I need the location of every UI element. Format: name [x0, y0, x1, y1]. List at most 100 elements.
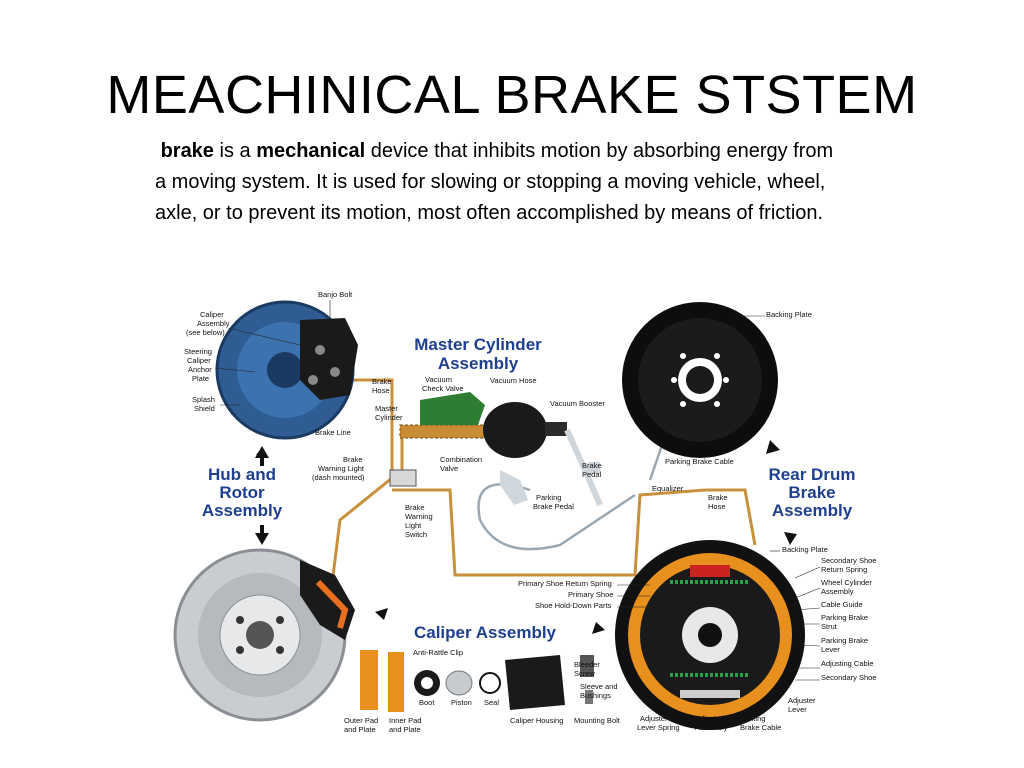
arrow-caliper-right — [592, 622, 605, 634]
heading-hub-rotor-2: Rotor — [219, 483, 265, 502]
label-combination-valve-2: Valve — [440, 464, 458, 473]
label-wheel-cylinder-2: Assembly — [821, 587, 854, 596]
label-caliper-housing: Caliper Housing — [510, 716, 563, 725]
label-steering-caliper-4: Plate — [192, 374, 209, 383]
part-labels: Banjo Bolt Caliper Assembly (see below) … — [184, 290, 876, 734]
label-brake-hose-1b: Hose — [372, 386, 390, 395]
label-parking-brake-pedal-1: Parking — [536, 493, 561, 502]
arrow-up-right — [766, 440, 780, 454]
term-mechanical: mechanical — [256, 140, 366, 162]
label-secondary-shoe: Secondary Shoe — [821, 673, 876, 682]
arrow-caliper-left — [375, 608, 388, 620]
label-inner-pad-1: Inner Pad — [389, 716, 422, 725]
brake-lines — [328, 378, 757, 601]
label-brake-warning-switch-3: Light — [405, 521, 422, 530]
brake-pedal-arm — [564, 428, 603, 507]
label-combination-valve-1: Combination — [440, 455, 482, 464]
brake-line-to-rear — [392, 488, 757, 577]
reservoir-shape — [420, 392, 485, 425]
label-outer-pad-1: Outer Pad — [344, 716, 378, 725]
label-adjuster-lever-1: Adjuster — [788, 696, 816, 705]
arrow-up-left — [255, 446, 269, 458]
label-brake-pedal-1: Brake — [582, 461, 602, 470]
arrow-down-left — [255, 533, 269, 545]
label-brake-warning-switch-2: Warning — [405, 512, 433, 521]
description-paragraph: brake is a mechanical device that inhibi… — [155, 136, 835, 229]
master-cylinder-body — [400, 425, 485, 438]
label-caliper-assembly-3: (see below) — [186, 328, 225, 337]
label-brake-warning-switch-1: Brake — [405, 503, 425, 512]
label-backing-plate-1: Backing Plate — [766, 310, 812, 319]
label-bleeder-screw-1: Bleeder — [574, 660, 600, 669]
master-cylinder-assembly — [389, 392, 603, 507]
label-brake-warning-light-1: Brake — [343, 455, 363, 464]
label-sleeve-bushings-2: Bushings — [580, 691, 611, 700]
seal-shape — [479, 672, 501, 694]
label-brake-hose-2a: Brake — [708, 493, 728, 502]
label-primary-return-spring: Primary Shoe Return Spring — [518, 579, 612, 588]
label-secondary-shoe-return-1: Secondary Shoe — [821, 556, 876, 565]
heading-rear-drum-3: Assembly — [772, 501, 853, 520]
heading-master-cylinder-1: Master Cylinder — [414, 335, 542, 354]
label-adjuster-lever-spring-2: Lever Spring — [637, 723, 680, 732]
heading-rear-drum-2: Brake — [788, 483, 835, 502]
label-banjo-bolt: Banjo Bolt — [318, 290, 353, 299]
outer-pad-shape — [360, 650, 378, 710]
label-caliper-assembly-1: Caliper — [200, 310, 224, 319]
vacuum-booster-shape — [483, 402, 547, 458]
label-adjuster-lever-spring-1: Adjuster — [640, 714, 668, 723]
arrow-down-right — [784, 532, 797, 545]
label-brake-pedal-2: Pedal — [582, 470, 602, 479]
brake-line-front-upper — [350, 378, 394, 478]
label-adjuster-assembly-2: Assembly — [695, 723, 728, 732]
label-cable-guide: Cable Guide — [821, 600, 863, 609]
label-splash-shield-1: Splash — [192, 395, 215, 404]
leader-lines — [214, 300, 821, 681]
label-parking-brake-lever-2: Lever — [821, 645, 840, 654]
brake-line-front-lower — [328, 476, 393, 601]
label-brake-hose-2b: Hose — [708, 502, 726, 511]
label-brake-warning-light-2: Warning Light — [318, 464, 365, 473]
label-boot: Boot — [419, 698, 435, 707]
caliper-parts — [360, 650, 594, 712]
label-master-cylinder-1: Master — [375, 404, 398, 413]
rear-drum-bottom — [615, 540, 805, 730]
label-sleeve-bushings-1: Sleeve and — [580, 682, 618, 691]
label-vacuum-hose: Vacuum Hose — [490, 376, 537, 385]
label-mounting-bolt: Mounting Bolt — [574, 716, 621, 725]
label-vacuum-booster: Vacuum Booster — [550, 399, 605, 408]
label-brake-hose-1a: Brake — [372, 377, 392, 386]
parking-pedal-shape — [500, 470, 528, 505]
label-bleeder-screw-2: Screw — [574, 669, 595, 678]
inner-pad-shape — [388, 652, 404, 712]
wheel-cylinder-shape — [690, 565, 730, 577]
label-parking-brake-strut-2: Strut — [821, 622, 838, 631]
label-equalizer: Equalizer — [652, 484, 684, 493]
term-brake: brake — [160, 140, 214, 162]
hub-rotor-top — [215, 300, 358, 440]
label-parking-brake-cable-2a: Parking — [740, 714, 765, 723]
hub-rotor-bottom — [173, 548, 355, 722]
description-part-2: device that inhibits motion by absorbing… — [155, 140, 834, 224]
heading-master-cylinder-2: Assembly — [438, 354, 519, 373]
label-parking-brake-cable-2b: Brake Cable — [740, 723, 781, 732]
rear-drum-top — [622, 302, 778, 458]
mounting-bolt-shape — [580, 655, 594, 677]
heading-hub-rotor-3: Assembly — [202, 501, 283, 520]
label-steering-caliper-2: Caliper — [187, 356, 211, 365]
label-seal: Seal — [484, 698, 499, 707]
assembly-headings: Master Cylinder Assembly Hub and Rotor A… — [202, 335, 856, 642]
label-secondary-shoe-return-2: Return Spring — [821, 565, 867, 574]
page-title: MEACHINICAL BRAKE STSTEM — [106, 65, 918, 125]
label-backing-plate-2: Backing Plate — [782, 545, 828, 554]
label-adjuster-assembly-1: Adjuster — [695, 714, 723, 723]
adjuster-shape — [680, 690, 740, 698]
label-shoe-holddown: Shoe Hold-Down Parts — [535, 601, 612, 610]
label-inner-pad-2: and Plate — [389, 725, 421, 734]
caliper-top-shape — [300, 318, 358, 400]
label-brake-warning-light-3: (dash mounted) — [312, 473, 365, 482]
heading-caliper-assembly: Caliper Assembly — [414, 623, 557, 642]
label-brake-warning-switch-4: Switch — [405, 530, 427, 539]
label-brake-line: Brake Line — [315, 428, 351, 437]
